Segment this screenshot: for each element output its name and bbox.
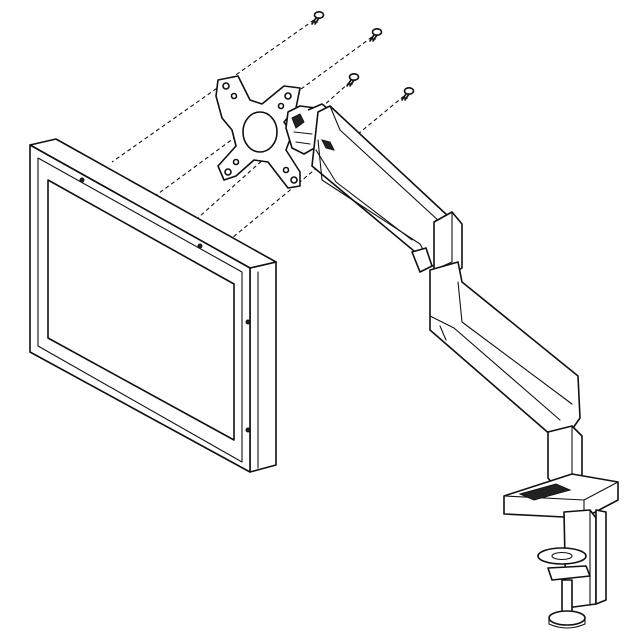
monitor-screen	[47, 179, 235, 441]
screws	[311, 11, 415, 101]
monitor-side	[249, 261, 277, 473]
desk-clamp	[503, 473, 619, 629]
screw-icon	[369, 27, 383, 42]
clamp-top-plate	[503, 473, 619, 519]
vesa-plate-center-hole	[242, 111, 278, 153]
alignment-line-4	[231, 95, 405, 239]
screw-icon	[311, 11, 325, 25]
screw-icon	[401, 87, 415, 101]
clamp-screw	[561, 579, 573, 613]
monitor	[29, 138, 277, 473]
elbow-joint	[411, 211, 463, 277]
upper-arm	[311, 105, 457, 267]
clamp-ring	[537, 547, 587, 565]
alignment-line-1	[111, 19, 315, 163]
lower-arm	[429, 261, 581, 439]
vesa-plate	[215, 75, 301, 189]
clamp-knob	[548, 610, 586, 626]
screw-icon	[346, 73, 360, 87]
